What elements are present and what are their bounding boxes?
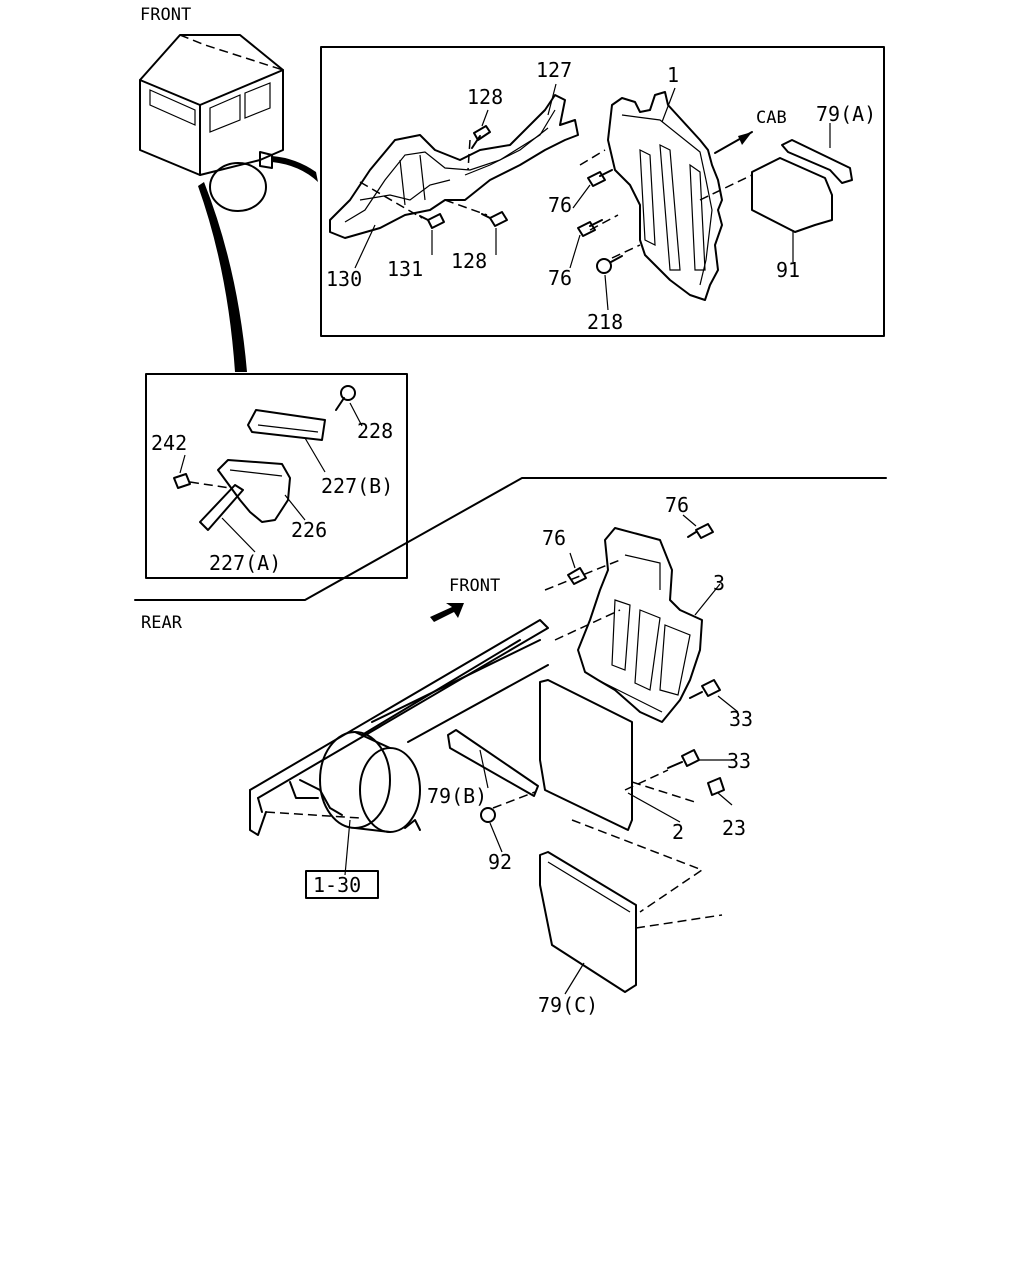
callout-127: 127 (536, 58, 572, 82)
detail-frame-top (320, 46, 885, 337)
leader-lines (179, 83, 831, 995)
callout-226: 226 (291, 518, 327, 542)
bracket-79a (781, 139, 853, 184)
bolt-76-d (687, 523, 714, 539)
bolt-33-upper (689, 679, 721, 699)
bolt-242 (173, 473, 191, 489)
callout-130: 130 (326, 267, 362, 291)
callout-92: 92 (488, 850, 512, 874)
bolt-128-upper (471, 125, 491, 149)
callout-33-lower: 33 (727, 749, 751, 773)
bolt-76-a (587, 169, 613, 187)
callout-227a: 227(A) (209, 551, 281, 575)
bracket-79b (447, 729, 539, 797)
bracket-226 (217, 459, 291, 523)
strip-227b (247, 409, 326, 441)
bolt-23 (707, 777, 725, 796)
bolt-218 (596, 255, 623, 274)
panel-1 (607, 91, 723, 301)
callout-79c: 79(C) (538, 993, 598, 1017)
callout-1: 1 (667, 63, 679, 87)
mudflap-79c (539, 851, 637, 993)
detail-frame-left (145, 373, 408, 579)
mudflap-91 (751, 157, 833, 233)
callout-91: 91 (776, 258, 800, 282)
cab-illustration (139, 34, 284, 212)
tank-1-30 (289, 731, 421, 833)
chassis-frame (249, 619, 549, 836)
callout-79a: 79(A) (816, 102, 876, 126)
callout-218: 218 (587, 310, 623, 334)
heading-cab: CAB (756, 108, 787, 128)
heading-rear: REAR (141, 613, 183, 633)
callout-23: 23 (722, 816, 746, 840)
callout-76-upper: 76 (548, 193, 572, 217)
strip-227a (199, 484, 244, 531)
heading-front-mid: FRONT (449, 576, 500, 596)
callout-33-upper: 33 (729, 707, 753, 731)
reference-box (305, 870, 379, 899)
pointer-arrow-to-top-box (272, 156, 318, 182)
callout-228: 228 (357, 419, 393, 443)
callout-76-lower-left: 76 (542, 526, 566, 550)
section-divider (134, 477, 887, 601)
callout-76-lower-right: 76 (665, 493, 689, 517)
callout-79b: 79(B) (427, 784, 487, 808)
nut-92 (480, 807, 496, 823)
reference-box-label: 1-30 (313, 873, 361, 897)
pointer-arrow-to-left-box (198, 182, 247, 372)
bolt-228 (335, 385, 356, 411)
callout-128-upper: 128 (467, 85, 503, 109)
mudguard-3 (577, 527, 703, 723)
callout-128-lower: 128 (451, 249, 487, 273)
front-direction-arrow (430, 603, 464, 622)
callout-76-middle: 76 (548, 266, 572, 290)
bolt-76-b (577, 219, 603, 237)
callout-3: 3 (713, 571, 725, 595)
bolt-128-lower (481, 211, 508, 227)
heading-front-top: FRONT (140, 5, 191, 25)
bracket-130 (329, 94, 579, 239)
bolt-33-lower (667, 749, 700, 769)
callout-242: 242 (151, 431, 187, 455)
bolt-76-c (567, 567, 587, 585)
callout-227b: 227(B) (321, 474, 393, 498)
mudflap-2 (539, 679, 633, 831)
callout-2: 2 (672, 820, 684, 844)
bolt-131 (419, 213, 445, 229)
callout-131: 131 (387, 257, 423, 281)
